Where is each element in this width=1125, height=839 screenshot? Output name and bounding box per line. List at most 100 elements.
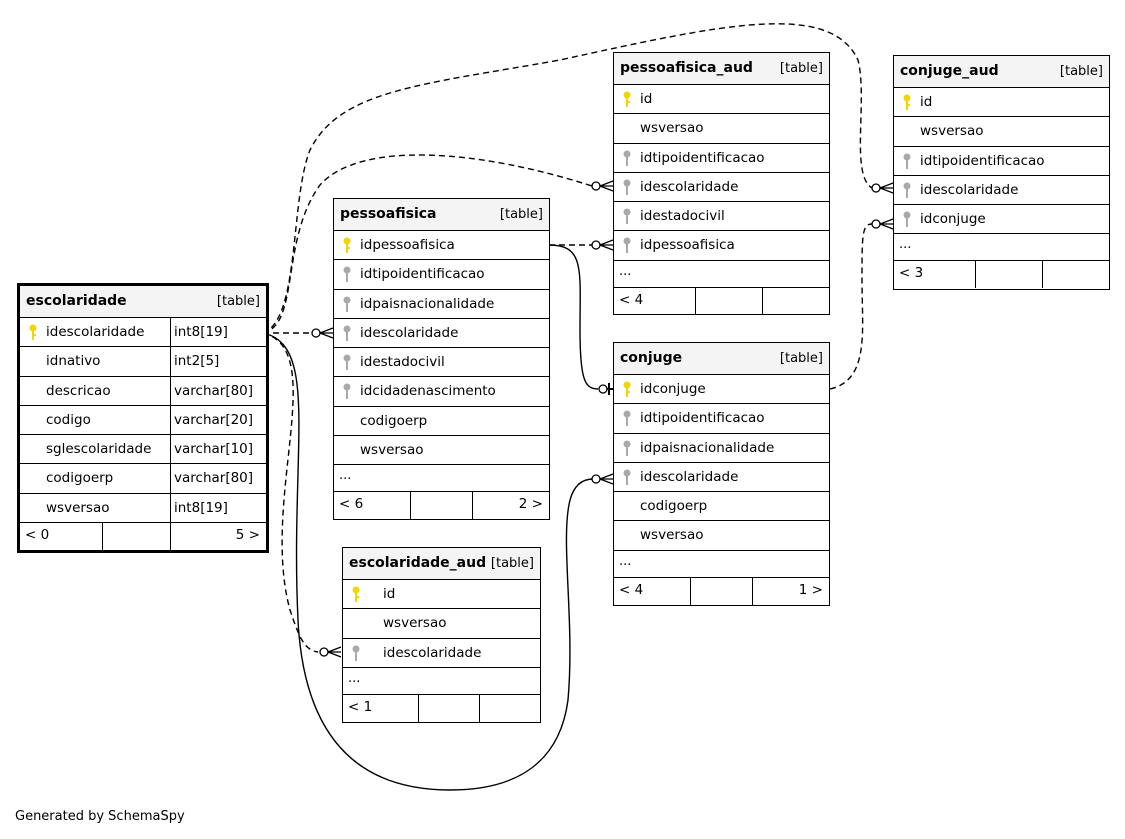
column-row: idtipoidentificacao bbox=[614, 144, 829, 173]
table-escolaridade-aud[interactable]: escolaridade_aud [table] id wsversao ide… bbox=[342, 547, 541, 723]
column-row: idnativo int2[5] bbox=[20, 347, 266, 377]
table-name: pessoafisica bbox=[340, 206, 437, 222]
divider bbox=[170, 376, 171, 405]
divider bbox=[102, 523, 103, 551]
parents-count: < 6 bbox=[339, 496, 364, 513]
table-escolaridade[interactable]: escolaridade [table] idescolaridade int8… bbox=[17, 283, 269, 553]
table-footer: < 1 bbox=[343, 694, 540, 722]
column-row: idescolaridade bbox=[343, 639, 540, 668]
parents-count: < 4 bbox=[619, 581, 644, 598]
ellipsis: ... bbox=[339, 468, 352, 484]
column-name: id bbox=[383, 586, 396, 602]
column-name: id bbox=[920, 94, 933, 110]
column-name: idescolaridade bbox=[920, 181, 1019, 198]
edge-escolaridade-conjuge-aud bbox=[262, 23, 873, 334]
foreign-key-icon bbox=[903, 182, 911, 198]
column-name: sglescolaridade bbox=[46, 441, 152, 458]
divider bbox=[418, 694, 419, 722]
column-name: idnativo bbox=[46, 353, 101, 370]
column-row: codigoerp bbox=[334, 407, 549, 437]
divider bbox=[170, 405, 171, 435]
primary-key-icon bbox=[623, 381, 631, 397]
divider bbox=[170, 318, 171, 347]
children-count: 5 > bbox=[235, 527, 260, 544]
column-row: idpessoafisica bbox=[334, 231, 549, 261]
column-row: idescolaridade bbox=[334, 319, 549, 349]
column-row: descricao varchar[80] bbox=[20, 376, 266, 406]
column-name: idescolaridade bbox=[46, 324, 145, 340]
column-type: varchar[10] bbox=[174, 441, 254, 458]
more-columns: ... bbox=[614, 261, 829, 288]
column-type: int8[19] bbox=[174, 324, 228, 340]
parents-count: < 3 bbox=[899, 265, 924, 282]
column-name: idpaisnacionalidade bbox=[640, 439, 775, 456]
column-row: wsversao int8[19] bbox=[20, 493, 266, 524]
crow-foot bbox=[327, 646, 342, 658]
table-footer: < 6 2 > bbox=[334, 492, 549, 520]
table-header: escolaridade_aud [table] bbox=[343, 548, 540, 580]
column-row: idestadocivil bbox=[334, 348, 549, 378]
crow-foot-circle bbox=[591, 474, 601, 484]
column-name: idescolaridade bbox=[640, 178, 739, 195]
table-name: conjuge bbox=[620, 350, 683, 366]
more-columns: ... bbox=[343, 668, 540, 695]
foreign-key-icon bbox=[623, 179, 631, 195]
table-conjuge[interactable]: conjuge [table] idconjuge idtipoidentifi… bbox=[613, 342, 830, 606]
column-name: id bbox=[640, 91, 653, 107]
column-row: idtipoidentificacao bbox=[894, 147, 1109, 176]
column-row: idtipoidentificacao bbox=[334, 260, 549, 290]
table-footer: < 3 bbox=[894, 261, 1109, 289]
column-name: idtipoidentificacao bbox=[920, 152, 1045, 169]
table-footer: < 4 1 > bbox=[614, 577, 829, 605]
children-count: 1 > bbox=[798, 581, 823, 598]
ellipsis: ... bbox=[619, 263, 632, 279]
divider bbox=[479, 694, 480, 722]
column-name: idescolaridade bbox=[360, 324, 459, 341]
children-count: 2 > bbox=[518, 496, 543, 513]
table-pessoafisica[interactable]: pessoafisica [table] idpessoafisica idti… bbox=[333, 198, 550, 520]
ellipsis: ... bbox=[348, 670, 361, 686]
divider bbox=[170, 464, 171, 493]
column-type: varchar[80] bbox=[174, 470, 254, 487]
divider bbox=[170, 435, 171, 464]
generated-by-credit: Generated by SchemaSpy bbox=[15, 809, 185, 824]
column-row: idconjuge bbox=[894, 205, 1109, 235]
table-conjuge-aud[interactable]: conjuge_aud [table] id wsversao idtipoid… bbox=[893, 55, 1110, 290]
column-row: codigo varchar[20] bbox=[20, 405, 266, 436]
column-name: idconjuge bbox=[640, 381, 706, 397]
foreign-key-icon bbox=[343, 383, 351, 400]
column-row: wsversao bbox=[894, 117, 1109, 147]
table-type: [table] bbox=[1059, 64, 1103, 79]
foreign-key-icon bbox=[343, 266, 351, 283]
column-row: idescolaridade bbox=[614, 173, 829, 203]
column-name: idescolaridade bbox=[383, 644, 482, 661]
table-footer: < 4 bbox=[614, 287, 829, 315]
crow-foot-circle bbox=[871, 219, 881, 229]
foreign-key-icon bbox=[623, 150, 631, 166]
column-row: wsversao bbox=[334, 436, 549, 466]
foreign-key-icon bbox=[623, 469, 631, 485]
column-row: idescolaridade int8[19] bbox=[20, 318, 266, 348]
column-row: idescolaridade bbox=[614, 463, 829, 493]
table-name: pessoafisica_aud bbox=[620, 60, 753, 76]
table-header: escolaridade [table] bbox=[20, 286, 266, 318]
column-name: wsversao bbox=[640, 527, 704, 544]
table-pessoafisica-aud[interactable]: pessoafisica_aud [table] id wsversao idt… bbox=[613, 52, 830, 315]
column-name: idpessoafisica bbox=[640, 237, 735, 254]
more-columns: ... bbox=[894, 234, 1109, 262]
crow-foot-circle bbox=[311, 328, 321, 338]
one-marker bbox=[607, 383, 613, 395]
divider bbox=[170, 347, 171, 376]
table-type: [table] bbox=[216, 294, 260, 309]
foreign-key-icon bbox=[343, 296, 351, 312]
column-row: id bbox=[614, 85, 829, 115]
foreign-key-icon bbox=[343, 325, 351, 341]
column-row: idestadocivil bbox=[614, 202, 829, 232]
primary-key-icon bbox=[623, 91, 631, 107]
table-header: pessoafisica [table] bbox=[334, 199, 549, 231]
column-name: descricao bbox=[46, 382, 111, 399]
edge-conjuge-conjuge-aud bbox=[829, 223, 873, 390]
ellipsis: ... bbox=[619, 553, 632, 569]
column-name: wsversao bbox=[640, 120, 704, 137]
